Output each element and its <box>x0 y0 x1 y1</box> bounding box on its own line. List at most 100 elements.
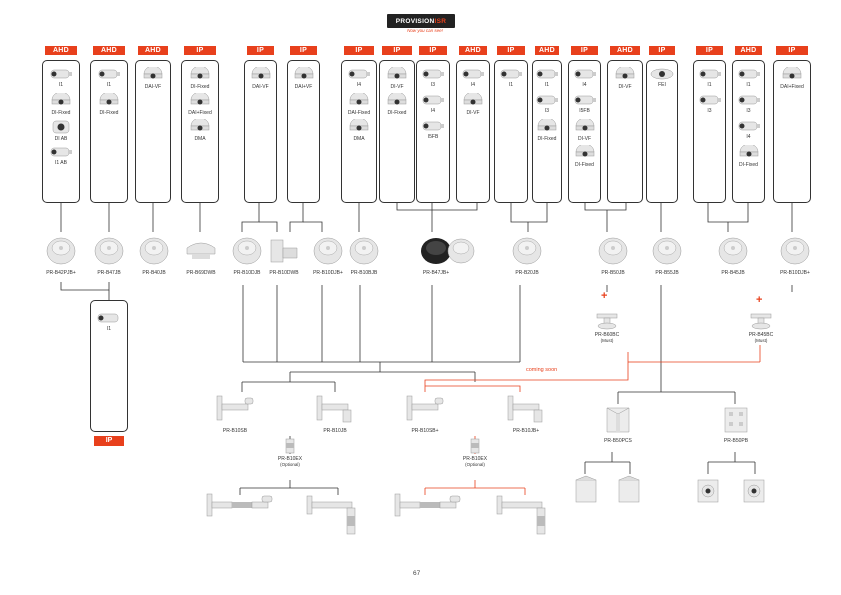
part-label: PR-B47JB <box>97 270 121 276</box>
dome-camera-icon <box>251 67 270 79</box>
dome-camera-icon <box>190 67 210 79</box>
camera-label: DI-VF <box>577 136 592 142</box>
wall-bracket-icon <box>507 395 543 423</box>
camera-label: DAI-VF <box>252 84 269 90</box>
bullet-camera-icon <box>574 95 596 105</box>
plus-icon: + <box>756 294 763 306</box>
part-label: PR-B10JB+ <box>512 428 540 434</box>
junction-box: PR-B10BJB <box>343 234 385 276</box>
junction-box: PR-B55JB <box>646 234 688 276</box>
camera-item: DI-Fixed <box>43 93 79 116</box>
camera-card: FEI <box>646 60 678 203</box>
camera-label: I4 <box>582 82 587 88</box>
camera-label: I1 <box>707 82 712 88</box>
camera-label: DI-Fixed <box>575 162 594 168</box>
junction-box-icon <box>652 237 682 265</box>
camera-item: I1 <box>43 67 79 88</box>
pole-mount-icon <box>724 407 748 433</box>
extended-bracket-icon <box>496 495 546 535</box>
camera-item: DAI+Fixed <box>182 93 218 116</box>
part-label: PR-B20JB <box>515 270 539 276</box>
camera-item: DAI-VF <box>136 67 170 90</box>
junction-box: PR-B20JB <box>506 234 548 276</box>
camera-label: DAI+Fixed <box>188 110 212 116</box>
camera-label: DI-Fixed <box>99 110 119 116</box>
camera-item: I4 <box>342 67 376 88</box>
junction-box: PR-B45JB <box>712 234 754 276</box>
camera-label: I4 <box>746 134 751 140</box>
wall-bracket: PR-B10JB+ <box>503 394 549 434</box>
dome-camera-icon <box>387 67 407 79</box>
wall-bracket: PR-B10JB <box>312 394 358 434</box>
bullet-camera-icon <box>50 69 72 79</box>
type-badge: AHD <box>459 46 487 55</box>
type-badge: AHD <box>535 46 559 55</box>
part-label: PR-B69DWB <box>186 270 216 276</box>
camera-label: DI AB <box>54 136 68 142</box>
type-badge: AHD <box>93 46 125 55</box>
bullet-camera-icon <box>536 69 558 79</box>
dome-camera-icon <box>190 93 210 105</box>
junction-box-icon <box>421 238 451 264</box>
plus-icon: + <box>601 290 608 302</box>
type-badge: IP <box>419 46 447 55</box>
camera-item: I1 <box>495 67 527 88</box>
dome-camera-icon <box>387 93 407 105</box>
bullet-camera-icon <box>738 95 760 105</box>
bullet-camera-icon <box>462 69 484 79</box>
bullet-camera-icon <box>699 95 721 105</box>
camera-label: DI-Fixed <box>190 84 210 90</box>
pole-mount-icon <box>606 407 630 433</box>
part-label: PR-B55JB <box>655 270 679 276</box>
camera-label: I1 <box>508 82 514 88</box>
part-label: PR-B10DJB+ <box>780 270 810 276</box>
camera-label: DAI-VF <box>144 84 162 90</box>
camera-item: DI AB <box>43 119 79 142</box>
camera-label: DI-Fixed <box>51 110 71 116</box>
junction-box-icon <box>349 237 379 265</box>
junction-box-icon <box>270 239 298 263</box>
bullet-camera-icon <box>500 69 522 79</box>
camera-label: FEI <box>658 82 666 88</box>
camera-item: DAI+VF <box>288 67 319 90</box>
camera-label: DAI-Fixed <box>347 110 371 116</box>
type-badge: IP <box>247 46 274 55</box>
pole-mount: PR-B50PCS <box>592 404 644 444</box>
camera-item: I4 <box>417 93 449 114</box>
camera-item: DI-Fixed <box>182 67 218 90</box>
camera-label: I5FB <box>427 134 439 140</box>
camera-label: I1 AB <box>55 160 67 166</box>
extended-bracket-icon <box>306 495 356 535</box>
camera-item: I3 <box>733 93 764 114</box>
pole-mounted-box-icon <box>575 475 597 503</box>
dome-camera-icon <box>575 145 594 157</box>
camera-item: I3 <box>417 67 449 88</box>
junction-box-icon <box>139 237 169 265</box>
junction-box-icon <box>94 237 124 265</box>
camera-item: DAI-Fixed <box>342 93 376 116</box>
type-badge: IP <box>776 46 808 55</box>
part-note: (Optional) <box>465 462 485 467</box>
junction-box: PR-B10DJB+ <box>774 234 816 276</box>
camera-label: DMA <box>353 136 365 142</box>
junction-box: PR-B47JB+ <box>415 234 457 276</box>
dome-camera-icon <box>463 93 483 105</box>
bullet-camera-icon <box>422 121 444 131</box>
camera-label: DMA <box>194 136 206 142</box>
wall-bracket-icon <box>406 395 444 421</box>
dome-camera-icon <box>294 67 313 79</box>
camera-item: I1 <box>91 67 127 88</box>
sub-card-badge: IP <box>94 436 124 446</box>
camera-label: I1 <box>746 82 751 88</box>
wall-bracket: PR-B10SB <box>212 394 258 434</box>
camera-label: I3 <box>544 108 550 114</box>
part-label: PR-B10EX <box>462 456 488 462</box>
camera-card: I1 <box>494 60 528 203</box>
ceiling-mount-icon <box>596 313 618 330</box>
